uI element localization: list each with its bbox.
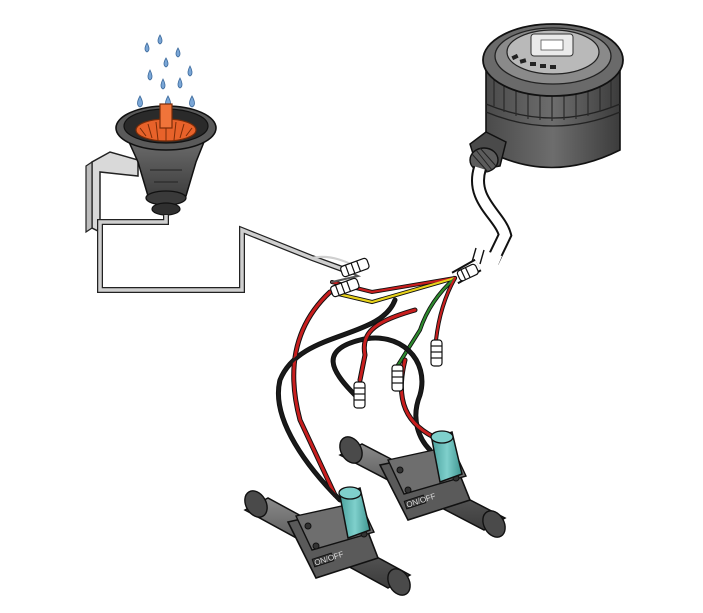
cable-break-mark <box>470 247 502 270</box>
wire-nut-icon <box>353 381 366 409</box>
irrigation-controller <box>469 23 624 173</box>
valve-1: ON/OFF <box>243 486 412 596</box>
valve2-black-wire <box>331 336 432 452</box>
sensor-cable-outline <box>97 215 347 293</box>
green-wire <box>396 276 457 367</box>
controller-buttons <box>511 53 556 69</box>
valve-1-marking <box>311 552 335 568</box>
wire-nut-icon <box>456 263 479 282</box>
valve-2-marking <box>403 494 427 510</box>
controller-cable <box>473 166 511 265</box>
mounting-bracket <box>91 151 139 234</box>
wire-nut-icon <box>340 257 370 278</box>
sensor-cable <box>98 215 346 292</box>
wire-nut-icon <box>430 339 443 367</box>
wire-connectors <box>330 257 479 409</box>
valve1-black-wire <box>277 298 397 502</box>
valve-2: ON/OFF <box>338 430 507 538</box>
valve1-red-wire <box>292 290 337 497</box>
yellow-wire <box>328 276 457 304</box>
wire-nut-icon <box>391 364 404 392</box>
common-red-wire <box>358 308 417 382</box>
valve-wires <box>276 289 443 503</box>
wire-nut-icon <box>330 277 360 298</box>
red-wire-2 <box>434 276 457 342</box>
rain-sensor <box>85 103 217 234</box>
